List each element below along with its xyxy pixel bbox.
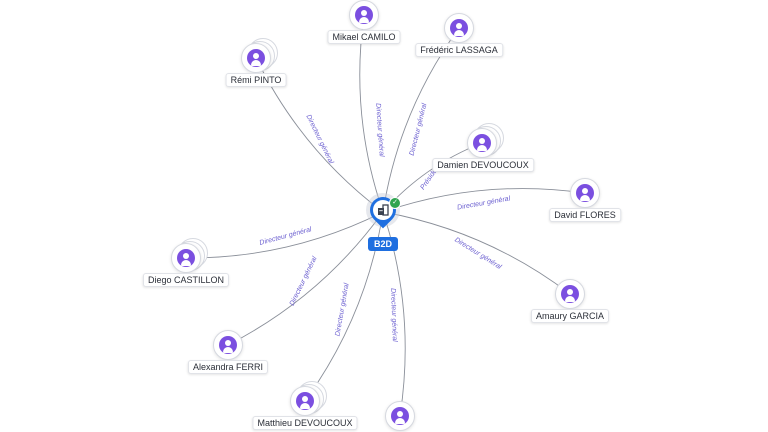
person-icon[interactable] xyxy=(467,128,497,158)
person-icon[interactable] xyxy=(570,178,600,208)
person-icon[interactable] xyxy=(213,330,243,360)
person-icon[interactable] xyxy=(444,13,474,43)
company-label[interactable]: B2D xyxy=(367,237,399,251)
person-icon[interactable] xyxy=(290,386,320,416)
person-name-label[interactable]: Alexandra FERRI xyxy=(187,360,269,374)
check-badge-icon: ✓ xyxy=(389,197,401,209)
person-name-label[interactable]: Rémi PINTO xyxy=(225,73,287,87)
person-icon[interactable] xyxy=(349,0,379,30)
edge-diego-castillon xyxy=(185,211,384,259)
person-name-label[interactable]: Frédéric LASSAGA xyxy=(415,43,503,57)
person-name-label[interactable]: Damien DEVOUCOUX xyxy=(432,158,534,172)
person-name-label[interactable]: Mikael CAMILO xyxy=(327,30,401,44)
edge-label-mikael-camilo: Directeur général xyxy=(374,103,385,157)
edge-unnamed-bottom xyxy=(382,211,406,417)
edge-label-unnamed-bottom: Directeur général xyxy=(389,288,398,342)
building-icon xyxy=(378,204,389,216)
edge-alexandra-ferri xyxy=(227,211,384,346)
edge-label-amaury-garcia: Directeur général xyxy=(453,237,503,272)
edge-david-flores xyxy=(382,188,586,213)
edge-label-matthieu-devoucoux: Directeur général xyxy=(334,282,350,337)
edge-label-david-flores: Directeur général xyxy=(457,195,512,211)
person-icon[interactable] xyxy=(385,401,415,431)
edge-label-diego-castillon: Directeur général xyxy=(259,226,313,247)
person-name-label[interactable]: Amaury GARCIA xyxy=(530,309,610,323)
person-icon[interactable] xyxy=(241,43,271,73)
edge-label-alexandra-ferri: Directeur général xyxy=(289,255,319,307)
person-icon[interactable] xyxy=(171,243,201,273)
company-node[interactable] xyxy=(373,200,393,220)
edge-amaury-garcia xyxy=(382,211,571,295)
edge-label-remi-pinto: Directeur général xyxy=(304,114,334,166)
person-icon[interactable] xyxy=(555,279,585,309)
person-name-label[interactable]: Diego CASTILLON xyxy=(142,273,230,287)
person-name-label[interactable]: Matthieu DEVOUCOUX xyxy=(252,416,358,430)
person-name-label[interactable]: David FLORES xyxy=(549,208,621,222)
